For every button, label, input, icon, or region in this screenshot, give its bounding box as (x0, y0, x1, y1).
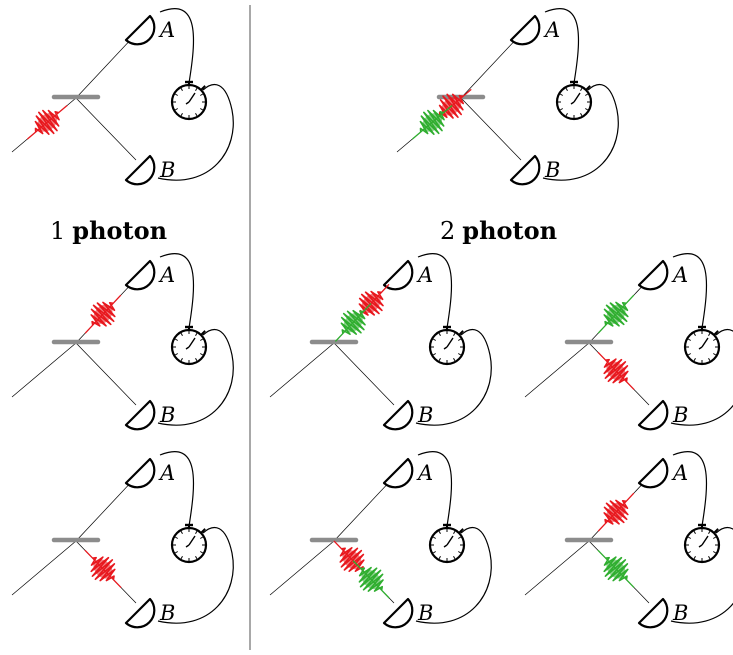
beam-to-b (333, 342, 395, 406)
beam-to-b (460, 97, 522, 161)
beam-to-a (333, 476, 395, 542)
detector-a: A (637, 259, 688, 291)
detector-a-label: A (158, 461, 175, 485)
stopwatch-icon (170, 325, 208, 366)
cable-b (157, 328, 234, 426)
detector-b: B (124, 154, 175, 186)
green-photon-wavepacket (597, 294, 635, 334)
stopwatch-icon (555, 80, 593, 121)
input-beam (524, 540, 590, 596)
cable-b (157, 83, 234, 181)
detector-b-label: B (417, 601, 433, 625)
detector-a: A (124, 14, 175, 46)
detector-b: B (124, 597, 175, 629)
panel-one-photon-to-b: AB (11, 451, 234, 629)
detector-a-label: A (671, 263, 688, 287)
cable-a (159, 8, 195, 84)
stopwatch-icon (428, 325, 466, 366)
input-beam (11, 342, 77, 398)
cable-b (415, 526, 492, 624)
panel-two-photon-input: AB (396, 8, 619, 186)
detector-a-label: A (158, 263, 175, 287)
stopwatch-icon (683, 523, 721, 564)
panel-two-photon-both-b: AB (269, 451, 492, 629)
detector-b: B (637, 597, 688, 629)
cable-a (672, 451, 708, 527)
detector-b: B (509, 154, 560, 186)
beam-to-a (75, 33, 137, 99)
detector-b-label: B (672, 601, 688, 625)
red-photon-wavepacket (84, 549, 122, 589)
panel-one-photon-to-a: AB (11, 253, 234, 431)
stopwatch-icon (428, 523, 466, 564)
panel-two-photon-both-a: AB (269, 253, 492, 431)
stopwatch-icon (683, 325, 721, 366)
detector-b-label: B (159, 601, 175, 625)
detector-a: A (382, 457, 433, 489)
detector-a-label: A (671, 461, 688, 485)
cable-a (159, 253, 195, 329)
detector-a-label: A (158, 18, 175, 42)
cable-a (159, 451, 195, 527)
cable-b (670, 526, 733, 624)
detector-a-label: A (416, 263, 433, 287)
beam-to-b (75, 97, 137, 161)
beam-to-b (75, 342, 137, 406)
input-beam (269, 540, 335, 596)
input-beam (11, 540, 77, 596)
detector-b-label: B (417, 403, 433, 427)
panel-two-photon-green-a-red-b: AB (524, 253, 733, 431)
detector-a-label: A (543, 18, 560, 42)
detector-b-label: B (159, 158, 175, 182)
detector-b: B (382, 399, 433, 431)
cable-b (542, 83, 619, 181)
detector-a: A (124, 259, 175, 291)
cable-b (415, 328, 492, 426)
input-beam (269, 342, 335, 398)
cable-a (672, 253, 708, 329)
detector-a: A (124, 457, 175, 489)
detector-a: A (509, 14, 560, 46)
cable-a (417, 253, 453, 329)
panel-two-photon-red-a-green-b: AB (524, 451, 733, 629)
detector-b-label: B (159, 403, 175, 427)
cable-a (544, 8, 580, 84)
green-photon-wavepacket (411, 105, 453, 140)
input-beam (524, 342, 590, 398)
beam-to-a (75, 476, 137, 542)
cable-b (157, 526, 234, 624)
stopwatch-icon (170, 523, 208, 564)
detector-a: A (637, 457, 688, 489)
green-photon-wavepacket (597, 549, 635, 589)
cable-b (670, 328, 733, 426)
detector-a-label: A (416, 461, 433, 485)
beam-to-a (460, 33, 522, 99)
green-photon-wavepacket (352, 560, 390, 599)
stopwatch-icon (170, 80, 208, 121)
detector-b-label: B (544, 158, 560, 182)
panel-one-photon-input: AB (11, 8, 234, 186)
red-photon-wavepacket (597, 492, 635, 532)
detector-b: B (382, 597, 433, 629)
cable-a (417, 451, 453, 527)
detector-b: B (637, 399, 688, 431)
red-photon-wavepacket (84, 294, 122, 334)
red-photon-wavepacket (26, 105, 68, 140)
green-photon-wavepacket (334, 303, 372, 342)
detector-b: B (124, 399, 175, 431)
detector-b-label: B (672, 403, 688, 427)
detector-a: A (382, 259, 433, 291)
red-photon-wavepacket (597, 351, 635, 391)
